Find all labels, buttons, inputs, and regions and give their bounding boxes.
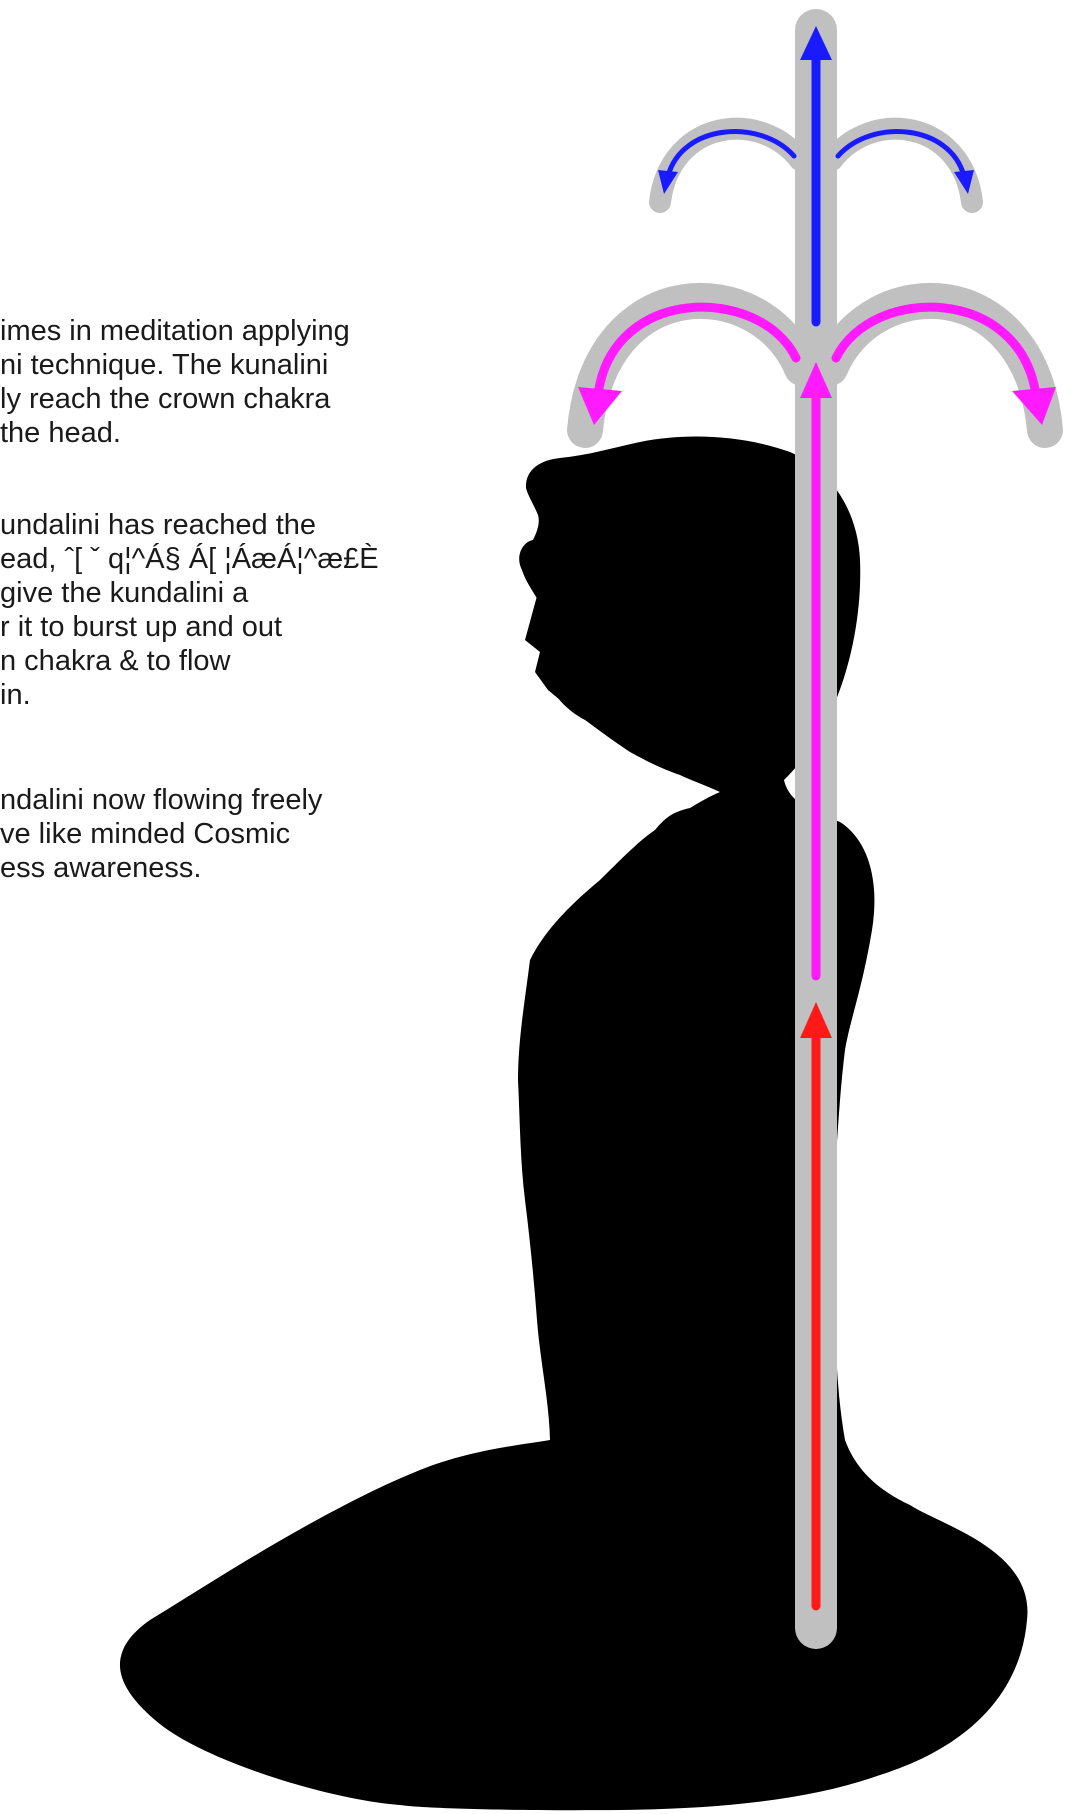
middle-left-channel-loop bbox=[585, 301, 802, 430]
text-line: in. bbox=[0, 679, 379, 713]
text-line: r it to burst up and out bbox=[0, 611, 379, 645]
text-line: ess awareness. bbox=[0, 852, 322, 886]
text-line: the head. bbox=[0, 417, 350, 451]
text-line: imes in meditation applying bbox=[0, 315, 350, 349]
text-line: ni technique. The kunalini bbox=[0, 349, 350, 383]
text-line: ead, ˆ[ ˇ q¦^Á§ Á[ ¦ÁæÁ¦^æ£È bbox=[0, 543, 379, 577]
paragraph-meditation-technique: imes in meditation applying ni technique… bbox=[0, 315, 350, 451]
text-line: ve like minded Cosmic bbox=[0, 818, 322, 852]
paragraph-cosmic-awareness: ndalini now flowing freely ve like minde… bbox=[0, 784, 322, 886]
text-line: ly reach the crown chakra bbox=[0, 383, 350, 417]
text-line: give the kundalini a bbox=[0, 577, 379, 611]
text-line: undalini has reached the bbox=[0, 509, 379, 543]
upper-left-channel-loop bbox=[660, 129, 800, 202]
upper-energy-flow bbox=[658, 26, 974, 322]
upper-right-channel-loop bbox=[832, 129, 972, 202]
text-line: n chakra & to flow bbox=[0, 645, 379, 679]
text-line: ndalini now flowing freely bbox=[0, 784, 322, 818]
middle-right-channel-loop bbox=[830, 301, 1045, 430]
paragraph-crown-chakra: undalini has reached the ead, ˆ[ ˇ q¦^Á§… bbox=[0, 509, 379, 713]
